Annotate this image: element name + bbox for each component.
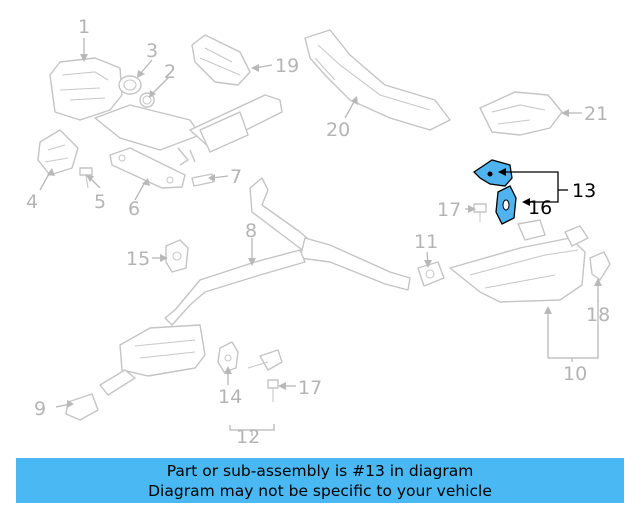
banner-line-disclaimer: Diagram may not be specific to your vehi… <box>148 481 492 500</box>
part-21-rear-heat-shield <box>479 91 563 136</box>
part-20-tunnel-heat-shield <box>304 29 451 131</box>
callout-19: 19 <box>275 55 299 77</box>
part-7-bolt <box>191 173 214 187</box>
part-17-bolt-upper <box>473 203 487 222</box>
callout-5: 5 <box>94 191 106 213</box>
callout-13: 13 <box>572 180 596 202</box>
part-13-hanger-bracket-highlighted <box>472 159 513 187</box>
callout-16: 16 <box>528 197 552 219</box>
part-16-insulator-highlighted <box>495 185 517 225</box>
callout-3: 3 <box>146 40 158 62</box>
part-14-hanger <box>217 341 239 373</box>
part-1-catalytic-converter <box>49 57 201 166</box>
callout-11: 11 <box>414 231 438 253</box>
arrowheads <box>47 54 602 408</box>
banner-line-part-number: Part or sub-assembly is #13 in diagram <box>166 461 474 480</box>
callout-12: 12 <box>236 426 260 448</box>
front-muffler <box>99 324 206 396</box>
part-18-bracket <box>589 251 611 281</box>
part-12-bracket <box>247 349 283 371</box>
callout-15: 15 <box>126 248 150 270</box>
part-4-bracket <box>37 129 79 176</box>
callout-20: 20 <box>326 119 350 141</box>
part-19-heat-shield <box>191 34 251 86</box>
callout-labels: 1 3 2 4 5 6 7 8 9 10 11 12 13 14 15 16 1… <box>26 16 610 448</box>
part-8-intermediate-pipe <box>164 177 411 326</box>
callout-14: 14 <box>218 386 242 408</box>
info-banner: Part or sub-assembly is #13 in diagram D… <box>16 458 624 503</box>
callout-2: 2 <box>164 61 176 83</box>
part-6-flange <box>109 147 186 189</box>
callout-9: 9 <box>34 398 46 420</box>
part-9-bracket <box>65 393 99 421</box>
part-5-bolt <box>79 167 93 189</box>
callout-21: 21 <box>584 103 608 125</box>
callout-18: 18 <box>586 304 610 326</box>
callout-17-upper: 17 <box>437 199 461 221</box>
part-10-rear-muffler <box>449 219 589 303</box>
callout-7: 7 <box>230 166 242 188</box>
part-17-bolt-lower <box>267 379 279 402</box>
callout-4: 4 <box>26 191 38 213</box>
part-11-clamp <box>417 261 445 287</box>
part-15-hanger <box>165 239 189 273</box>
callout-8: 8 <box>245 220 257 242</box>
callout-1: 1 <box>78 16 90 38</box>
part-3-gasket <box>118 75 142 95</box>
callout-6: 6 <box>128 198 140 220</box>
callout-10: 10 <box>563 363 587 385</box>
front-pipe <box>189 94 283 153</box>
callout-17-lower: 17 <box>298 377 322 399</box>
